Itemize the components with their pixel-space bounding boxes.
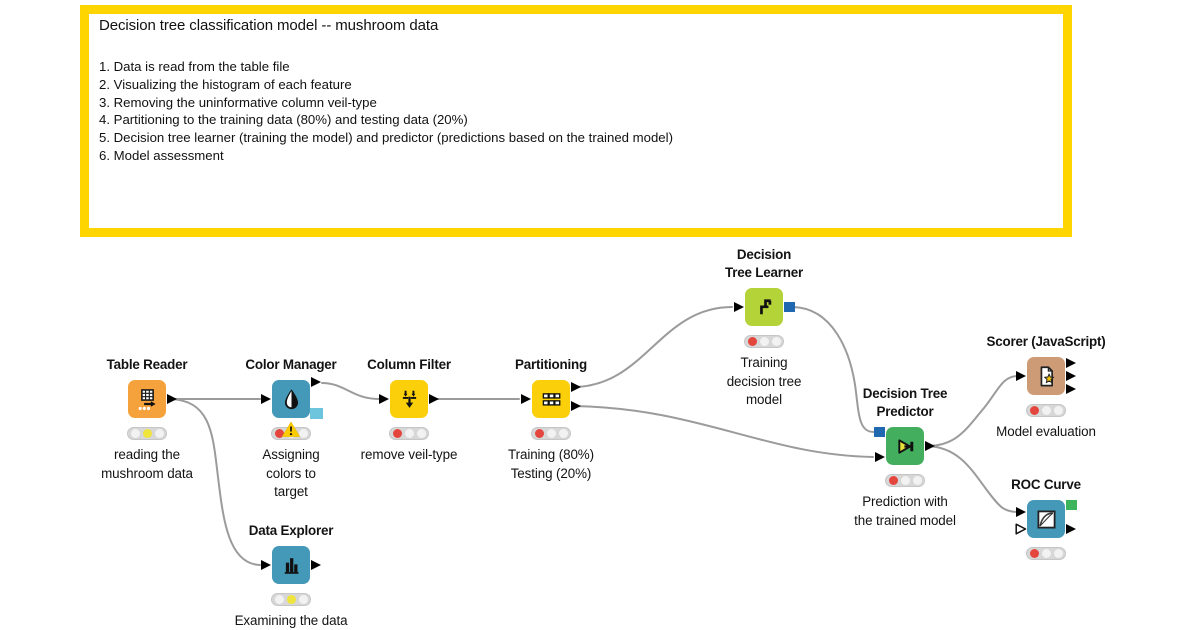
wire-tree-learner-to-tree-predictor[interactable]: [792, 306, 875, 433]
input-port[interactable]: [379, 394, 389, 404]
node-caption: Training decision tree model: [726, 355, 802, 407]
annotation-list: 1. Data is read from the table file 2. V…: [99, 58, 1053, 165]
annotation-item: 3. Removing the uninformative column vei…: [99, 94, 377, 110]
wire-partitioning-to-tree-predictor[interactable]: [572, 405, 874, 458]
output-port-color-model[interactable]: [310, 408, 323, 419]
status-traffic-light: [127, 427, 167, 440]
annotation-item: 6. Model assessment: [99, 147, 224, 163]
node-data-explorer[interactable]: Data Explorer Examining the data: [235, 523, 348, 629]
input-port-optional[interactable]: [1015, 522, 1027, 540]
scorer-document-star-icon: [1040, 365, 1054, 386]
annotation-item: 1. Data is read from the table file: [99, 59, 290, 74]
status-traffic-light: [271, 593, 311, 606]
status-traffic-light: [1026, 547, 1066, 560]
output-port-data[interactable]: [1066, 524, 1076, 534]
output-port-3[interactable]: [1066, 384, 1076, 394]
wire-table-reader-to-data-explorer[interactable]: [169, 398, 261, 566]
output-port[interactable]: [311, 560, 321, 570]
node-decision-tree-learner[interactable]: Decision Tree Learner Training decision …: [725, 247, 803, 407]
wire-tree-predictor-to-scorer[interactable]: [926, 375, 1019, 447]
node-column-filter[interactable]: Column Filter remove veil-type: [361, 357, 458, 463]
predictor-play-icon: [897, 438, 913, 454]
node-label: Decision Tree Predictor: [862, 386, 948, 419]
workflow-annotation[interactable]: Decision tree classification model -- mu…: [80, 5, 1072, 237]
output-port-1[interactable]: [1066, 358, 1076, 368]
node-scorer-javascript[interactable]: Scorer (JavaScript) Model evaluation: [986, 334, 1105, 440]
annotation-item: 5. Decision tree learner (training the m…: [99, 130, 673, 146]
node-label: Scorer (JavaScript): [986, 333, 1106, 349]
input-port-model[interactable]: [874, 427, 885, 437]
output-port-2[interactable]: [1066, 371, 1076, 381]
status-traffic-light: [1026, 404, 1066, 417]
input-port[interactable]: [734, 302, 744, 312]
histogram-icon: [284, 557, 298, 574]
table-reader-icon: [138, 388, 156, 410]
column-filter-icon: [402, 390, 416, 408]
output-port-testing[interactable]: [571, 401, 581, 411]
node-caption: Assigning colors to target: [262, 447, 320, 499]
decision-tree-icon: [759, 298, 771, 314]
annotation-title: Decision tree classification model -- mu…: [99, 17, 439, 34]
input-port-data[interactable]: [1016, 507, 1026, 517]
node-decision-tree-predictor[interactable]: Decision Tree Predictor Prediction with …: [854, 386, 956, 528]
wire-partitioning-to-tree-learner[interactable]: [572, 306, 733, 388]
partition-grid-icon: [542, 392, 560, 406]
output-port-model[interactable]: [784, 302, 795, 312]
color-droplet-icon: [284, 388, 298, 409]
input-port[interactable]: [1016, 371, 1026, 381]
wire-color-manager-to-column-filter[interactable]: [321, 382, 380, 400]
node-label: Data Explorer: [248, 522, 334, 538]
node-caption: remove veil-type: [360, 447, 458, 462]
output-port[interactable]: [429, 394, 439, 404]
output-port[interactable]: [167, 394, 177, 404]
node-caption: reading the mushroom data: [101, 447, 193, 481]
output-port[interactable]: [925, 441, 935, 451]
input-port-data[interactable]: [875, 452, 885, 462]
node-caption: Prediction with the trained model: [854, 494, 956, 528]
roc-curve-icon: [1037, 510, 1055, 528]
node-label: Partitioning: [515, 356, 587, 372]
node-caption: Model evaluation: [996, 424, 1096, 439]
input-port[interactable]: [261, 394, 271, 404]
node-label: Color Manager: [245, 356, 337, 372]
node-label: ROC Curve: [1011, 476, 1081, 492]
status-traffic-light: [389, 427, 429, 440]
node-label: Decision Tree Learner: [725, 247, 803, 280]
node-partitioning[interactable]: Partitioning Training (80%) Testing (20%…: [508, 357, 594, 481]
node-label: Column Filter: [367, 356, 451, 372]
node-table-reader[interactable]: Table Reader reading the mushroom data: [101, 357, 193, 481]
warning-icon: [282, 421, 301, 443]
input-port[interactable]: [521, 394, 531, 404]
annotation-item: 4. Partitioning to the training data (80…: [99, 112, 468, 128]
output-port-data[interactable]: [311, 377, 321, 387]
node-caption: Training (80%) Testing (20%): [508, 447, 594, 481]
status-traffic-light: [885, 474, 925, 487]
status-traffic-light: [744, 335, 784, 348]
output-port-training[interactable]: [571, 382, 581, 392]
input-port[interactable]: [261, 560, 271, 570]
node-roc-curve[interactable]: ROC Curve: [1011, 477, 1081, 560]
output-port-image[interactable]: [1066, 500, 1077, 510]
node-caption: Examining the data: [234, 613, 348, 628]
node-color-manager[interactable]: Color Manager Assigning colors to target: [245, 357, 336, 500]
status-traffic-light: [531, 427, 571, 440]
annotation-item: 2. Visualizing the histogram of each fea…: [99, 76, 352, 92]
node-label: Table Reader: [106, 356, 188, 372]
wire-tree-predictor-to-roc-curve[interactable]: [926, 445, 1019, 513]
